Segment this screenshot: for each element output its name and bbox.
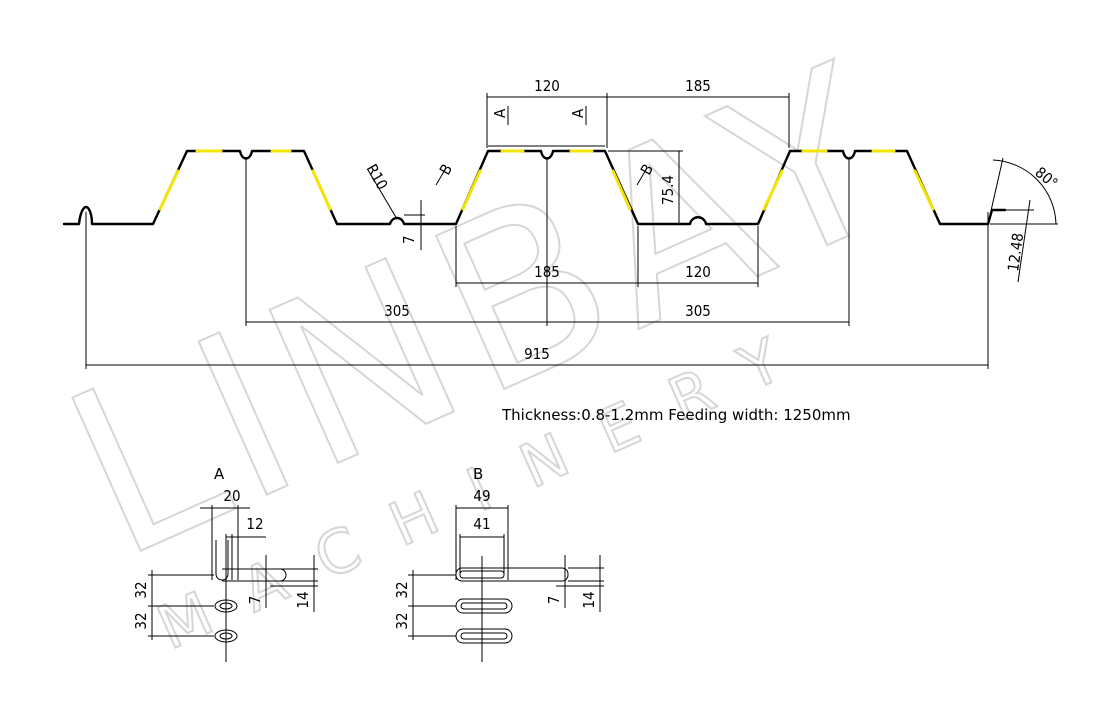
section-a-left: A [491, 108, 509, 118]
detail-a-w2: 12 [246, 515, 263, 533]
detail-b-h2: 14 [580, 591, 598, 608]
dim-mid-185: 185 [534, 263, 560, 281]
dim-pitch-left: 305 [384, 302, 410, 320]
detail-a-h1: 7 [246, 596, 264, 605]
dim-rib-height: 7 [400, 235, 418, 244]
detail-b-title: B [473, 465, 483, 483]
detail-a: A 20 12 32 32 7 14 [132, 465, 318, 662]
detail-b-w1: 49 [473, 487, 490, 505]
dimension-lines [85, 93, 1058, 369]
detail-a-w1: 20 [223, 487, 240, 505]
profile [62, 149, 1007, 226]
detail-a-v1: 32 [132, 581, 150, 598]
dim-mid-120: 120 [685, 263, 711, 281]
dim-height: 75.4 [659, 175, 677, 205]
detail-b-v1: 32 [393, 581, 411, 598]
section-b-left: B [436, 161, 456, 178]
detail-a-h2: 14 [294, 591, 312, 608]
detail-b-h1: 7 [545, 596, 563, 605]
dim-edge: 12.48 [1004, 232, 1027, 273]
dim-pitch-right: 305 [685, 302, 711, 320]
detail-b-v2: 32 [393, 612, 411, 629]
dim-angle: 80° [1031, 163, 1061, 192]
detail-a-title: A [214, 465, 225, 483]
dim-top-185: 185 [685, 77, 711, 95]
watermark: LINBAY MACHINERY [33, 13, 935, 665]
dim-radius: R10 [363, 161, 392, 193]
detail-b: B 49 41 32 32 7 14 [393, 465, 604, 662]
detail-b-w2: 41 [473, 515, 490, 533]
thickness-note: Thickness:0.8-1.2mm Feeding width: 1250m… [501, 406, 851, 424]
dim-total: 915 [524, 345, 550, 363]
section-a-right: A [569, 108, 587, 118]
detail-a-v2: 32 [132, 612, 150, 629]
dim-top-120: 120 [534, 77, 560, 95]
